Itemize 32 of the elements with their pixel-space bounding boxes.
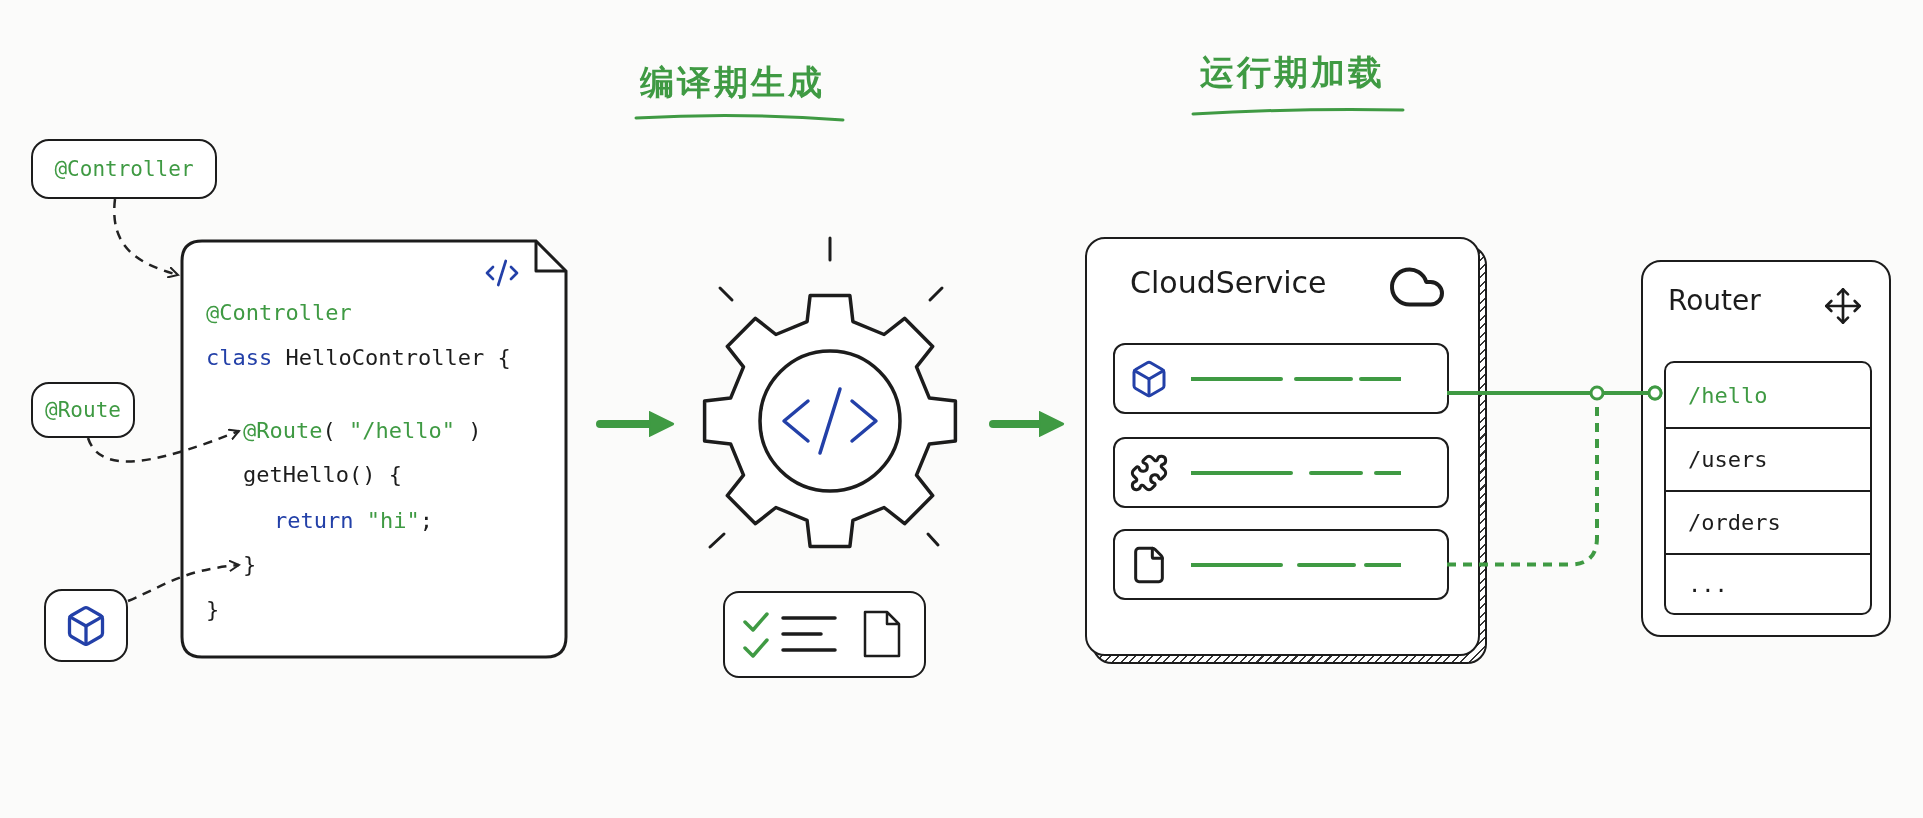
code-line: getHello() { bbox=[243, 458, 402, 492]
annotation-tag: @Route bbox=[31, 382, 135, 438]
code-line: class HelloController { bbox=[206, 341, 511, 375]
checklist-card bbox=[723, 591, 926, 678]
annotation-tag: @Controller bbox=[31, 139, 217, 199]
dashed-arrow bbox=[127, 560, 240, 603]
router-card bbox=[1641, 260, 1891, 637]
code-line: @Controller bbox=[206, 296, 352, 330]
route-row: /orders bbox=[1664, 492, 1872, 555]
dashed-arrow bbox=[86, 428, 240, 463]
section-heading: 编译期生成 bbox=[640, 61, 825, 104]
gear-drawing bbox=[701, 292, 959, 550]
service-row bbox=[1113, 529, 1449, 600]
code-line: } bbox=[243, 548, 257, 582]
code-line: return "hi"; bbox=[274, 504, 433, 538]
card-title: CloudService bbox=[1130, 265, 1327, 300]
route-row: ... bbox=[1664, 555, 1872, 615]
service-row bbox=[1113, 343, 1449, 414]
card-title: Router bbox=[1668, 284, 1761, 317]
flow-arrow bbox=[596, 411, 675, 437]
dashed-arrow bbox=[113, 198, 179, 279]
service-row bbox=[1113, 437, 1449, 508]
code-document bbox=[180, 239, 568, 659]
code-line: } bbox=[206, 593, 220, 627]
route-row: /hello bbox=[1664, 361, 1872, 429]
service-card bbox=[1085, 237, 1480, 656]
route-row: /users bbox=[1664, 429, 1872, 492]
connector-line bbox=[1447, 385, 1663, 567]
code-line: @Route( "/hello" ) bbox=[243, 414, 482, 448]
flow-arrow bbox=[989, 411, 1065, 437]
icon-tile bbox=[44, 589, 128, 662]
section-heading: 运行期加载 bbox=[1200, 51, 1385, 94]
